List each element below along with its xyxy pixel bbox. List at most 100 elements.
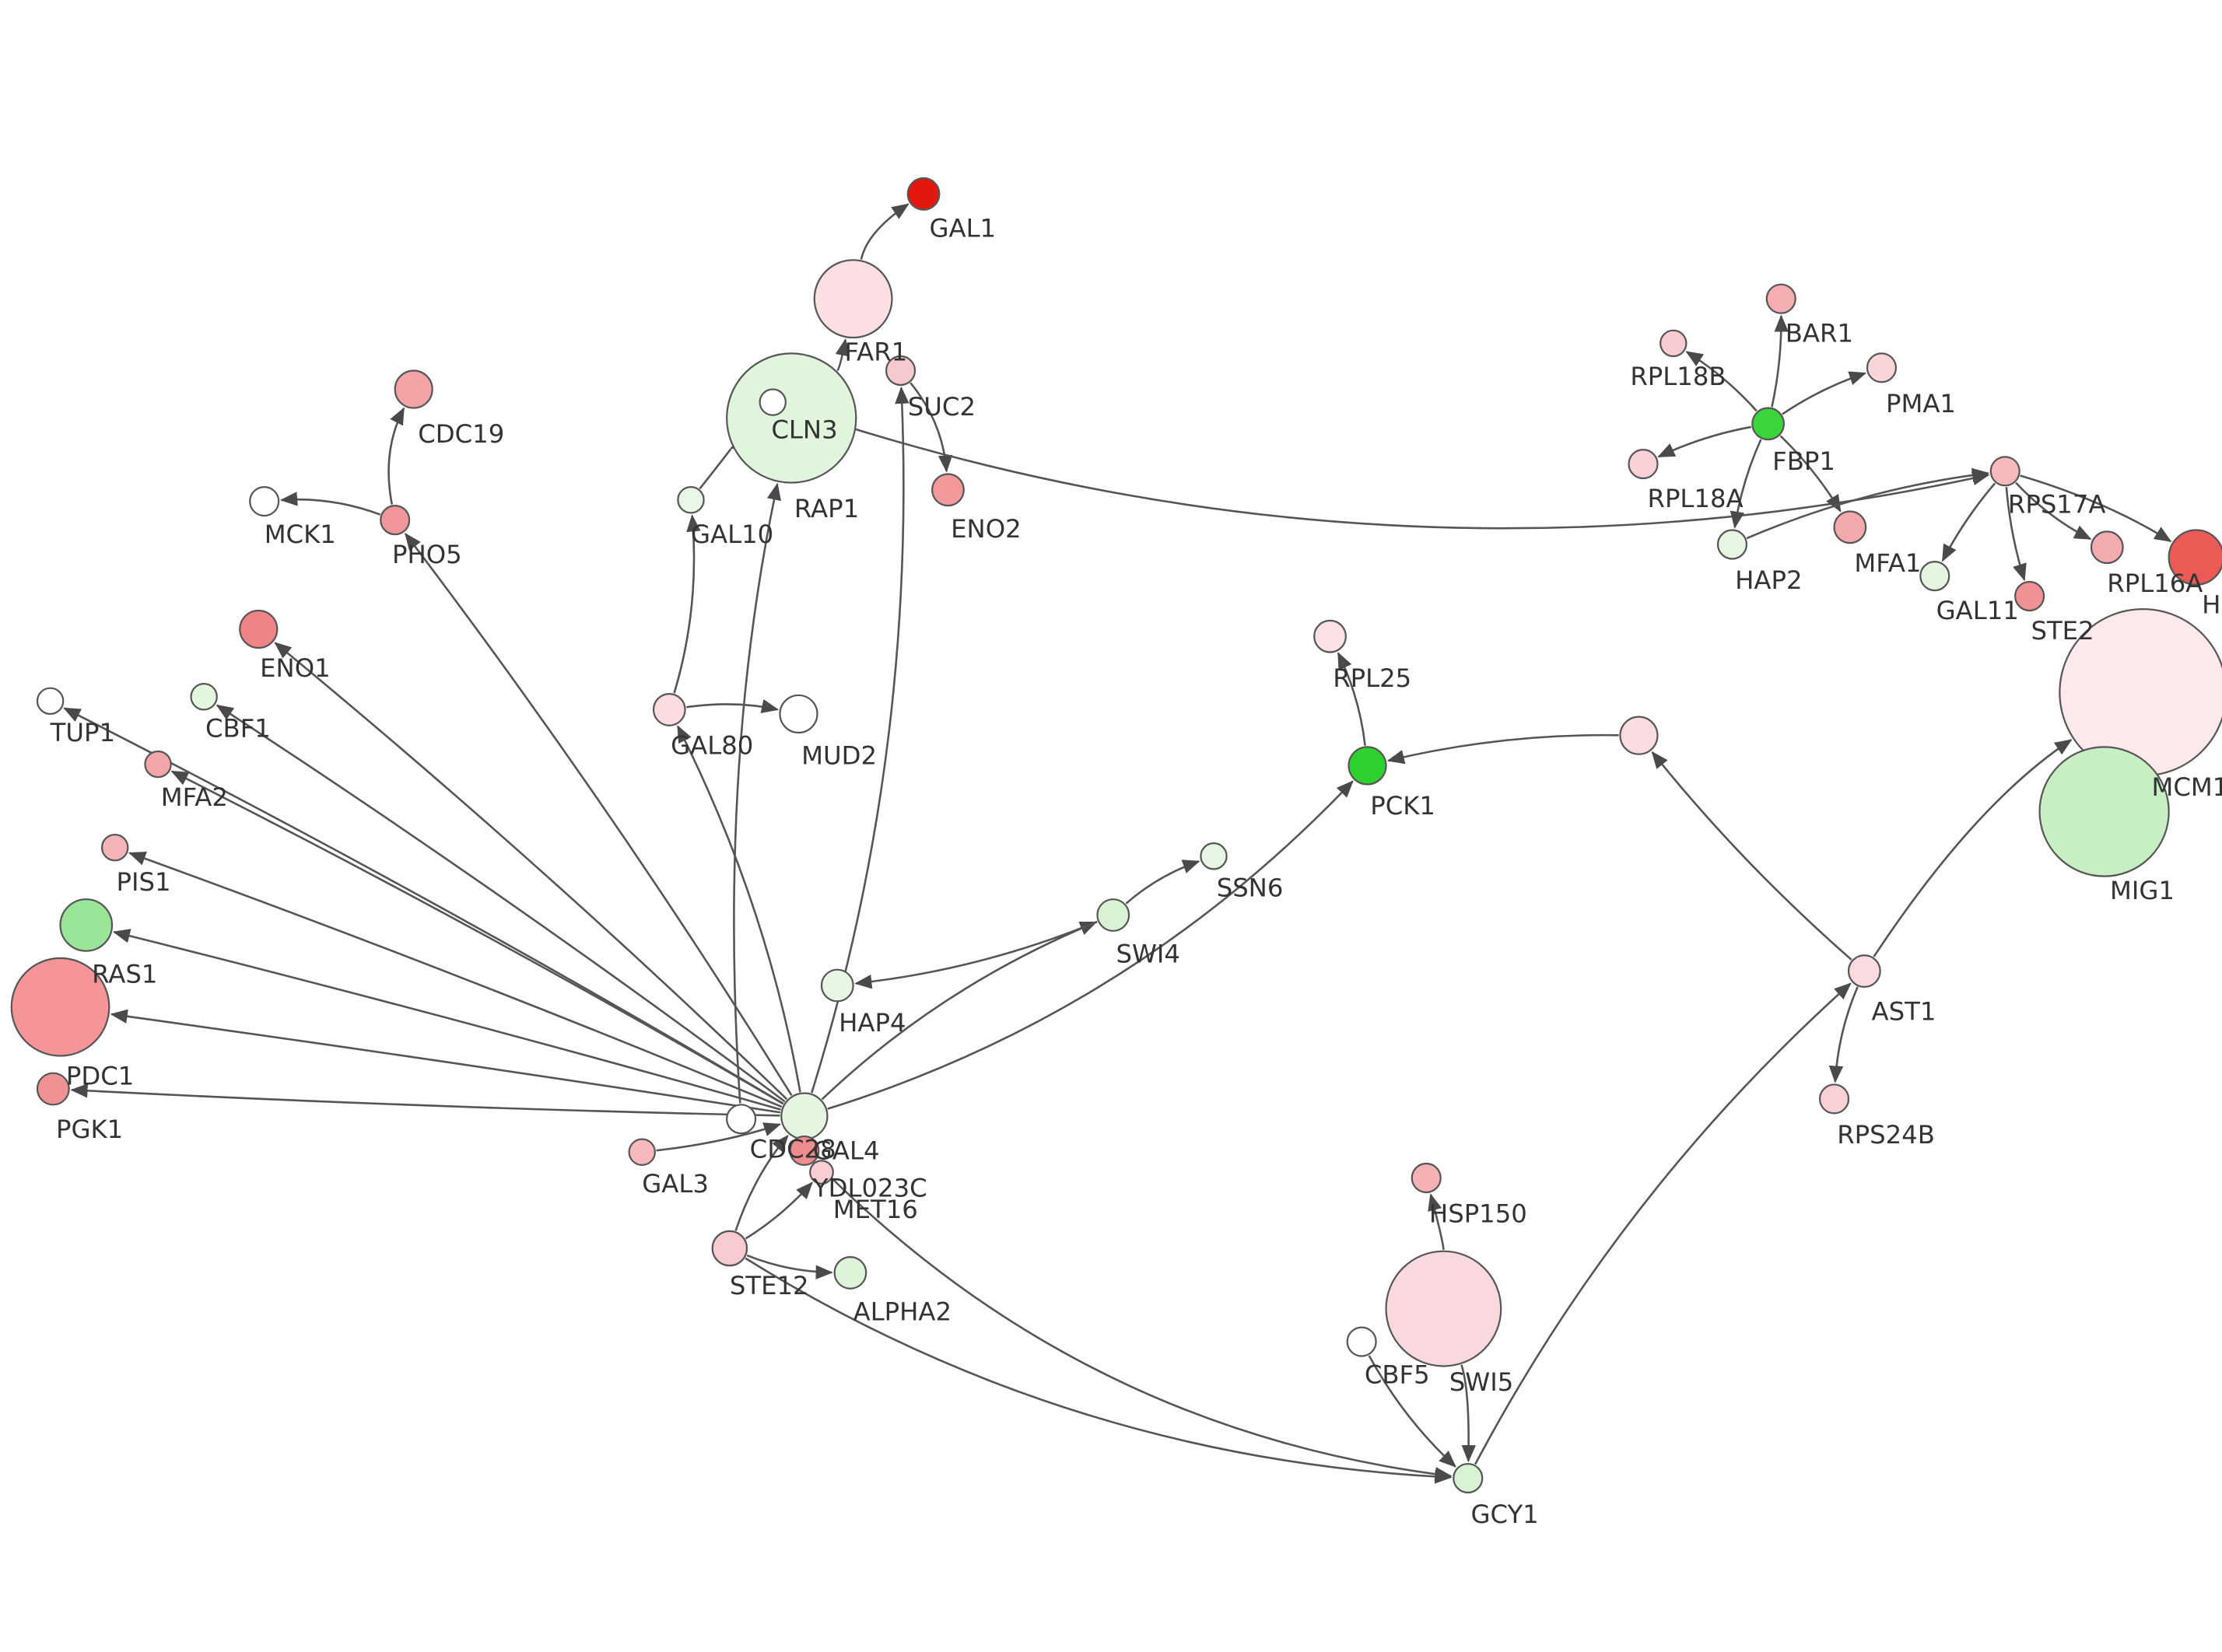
edge-cln3-far1[interactable] [835, 338, 850, 372]
edge-ydl023c-gcy1[interactable] [815, 1160, 1453, 1482]
edge-rps17a-rpl16a[interactable] [2015, 481, 2092, 541]
node-mud2[interactable] [779, 694, 818, 734]
edge-far1-gal1[interactable] [860, 203, 909, 260]
edge-ast1-mcm1[interactable] [1873, 739, 2073, 957]
edge-gal4-pgk1[interactable] [70, 1083, 780, 1117]
edge-suc2-eno2[interactable] [909, 382, 953, 473]
node-mfa1[interactable] [1833, 510, 1867, 544]
node-pis1[interactable] [100, 833, 129, 862]
edge-gal80-gal10[interactable] [673, 514, 701, 694]
node-eno1[interactable] [239, 609, 279, 649]
edge-ste12-gcy1[interactable] [745, 1257, 1453, 1484]
node-his4[interactable] [2168, 529, 2222, 586]
node-ssn6[interactable] [1200, 842, 1228, 870]
edge-ast1-unlabeled[interactable] [1651, 751, 1852, 961]
node-cdc28[interactable] [726, 1104, 757, 1135]
node-pho5[interactable] [380, 505, 411, 536]
node-cbf1[interactable] [190, 683, 218, 711]
node-alpha2[interactable] [833, 1255, 867, 1290]
edge-pho5-mck1[interactable] [280, 492, 381, 516]
edge-ste12-alpha2[interactable] [746, 1254, 833, 1279]
node-mfa2[interactable] [144, 750, 172, 779]
node-rps24b[interactable] [1818, 1083, 1850, 1115]
edge-ast1-rps24b[interactable] [1828, 986, 1859, 1083]
edge-gal4-gal80[interactable] [677, 725, 801, 1093]
node-pdc1[interactable] [10, 957, 110, 1057]
node-cdc19[interactable] [394, 369, 433, 409]
node-mig1[interactable] [2038, 746, 2170, 877]
edge-swi5-gcy1[interactable] [1460, 1364, 1477, 1463]
node-swi4[interactable] [1096, 898, 1130, 932]
node-rps17a[interactable] [1989, 456, 2020, 487]
edge-rps17a-his4[interactable] [2020, 474, 2172, 543]
edge-swi4-hap4[interactable] [854, 920, 1098, 989]
node-tup1[interactable] [36, 687, 65, 716]
edge-fbp1-pma1[interactable] [1782, 371, 1867, 415]
node-bar1[interactable] [1765, 283, 1796, 314]
node-rap1[interactable] [759, 388, 787, 416]
edge-gal4-mfa2[interactable] [170, 770, 784, 1105]
edge-gal4-cbf1[interactable] [216, 704, 786, 1103]
edge-hap2-rps17a[interactable] [1746, 467, 1990, 540]
edge-cbf5-gcy1[interactable] [1368, 1355, 1456, 1468]
node-eno2[interactable] [931, 473, 965, 507]
edge-gcy1-ast1[interactable] [1474, 982, 1852, 1465]
node-pma1[interactable] [1866, 352, 1898, 383]
edge-gal4-eno1[interactable] [274, 642, 788, 1101]
edge-gal3-gal4[interactable] [656, 1122, 782, 1152]
edge-gal10-cln3[interactable] [699, 434, 748, 490]
node-fbp1[interactable] [1751, 407, 1786, 441]
edge-gal80-mud2[interactable] [686, 698, 780, 714]
edge-swi4-ssn6[interactable] [1125, 859, 1200, 905]
node-far1[interactable] [813, 259, 893, 339]
node-rpl18a[interactable] [1628, 448, 1659, 480]
edge-gal4-pho5[interactable] [405, 532, 793, 1096]
edge-gal4-pdc1[interactable] [110, 1009, 781, 1114]
node-gal80[interactable] [652, 692, 686, 726]
edge-fbp1-bar1[interactable] [1771, 314, 1789, 408]
edge-rps17a-gal11[interactable] [1941, 482, 1996, 562]
node-unlabeled[interactable] [1619, 716, 1659, 755]
edge-unlabeled-pck1[interactable] [1386, 733, 1619, 765]
edge-gal4-pis1[interactable] [128, 851, 783, 1108]
edge-ste12-gal4[interactable] [734, 1134, 789, 1231]
edge-swi5-hsp150[interactable] [1428, 1193, 1445, 1250]
edge-fbp1-hap2[interactable] [1730, 439, 1762, 529]
node-pgk1[interactable] [36, 1072, 70, 1106]
node-gal3[interactable] [628, 1138, 656, 1166]
node-ras1[interactable] [59, 898, 114, 952]
node-ydl023c[interactable] [789, 1135, 820, 1166]
edge-pho5-cdc19[interactable] [387, 407, 405, 505]
node-suc2[interactable] [885, 355, 916, 387]
node-rpl18b[interactable] [1659, 329, 1688, 358]
node-swi5[interactable] [1385, 1250, 1502, 1367]
node-gal10[interactable] [677, 486, 705, 514]
node-hsp150[interactable] [1411, 1162, 1442, 1194]
node-hap2[interactable] [1716, 529, 1748, 560]
node-met16[interactable] [809, 1160, 834, 1185]
edge-gal4-ras1[interactable] [112, 929, 781, 1111]
edge-rps17a-ste2[interactable] [2005, 487, 2027, 582]
edge-pck1-rpl25[interactable] [1337, 652, 1366, 746]
node-gcy1[interactable] [1453, 1462, 1484, 1494]
edge-gal4-swi4[interactable] [821, 921, 1098, 1101]
node-mck1[interactable] [249, 486, 280, 517]
edge-cdc28-cln3[interactable] [733, 482, 781, 1104]
edge-fbp1-rpl18a[interactable] [1657, 425, 1752, 458]
node-gal1[interactable] [906, 177, 941, 211]
edge-fbp1-rpl18b[interactable] [1685, 351, 1758, 412]
node-gal11[interactable] [1919, 561, 1950, 592]
edge-fbp1-mfa1[interactable] [1779, 435, 1842, 513]
node-cln3[interactable] [726, 352, 857, 484]
node-rpl16a[interactable] [2090, 530, 2124, 565]
node-hap4[interactable] [820, 968, 854, 1003]
node-ast1[interactable] [1847, 954, 1881, 988]
node-ste2[interactable] [2014, 580, 2045, 612]
node-pck1[interactable] [1348, 746, 1387, 786]
edge-ste12-met16[interactable] [745, 1181, 813, 1240]
edge-gal4-pck1[interactable] [827, 780, 1354, 1110]
edge-gal4-tup1[interactable] [63, 707, 784, 1105]
node-ste12[interactable] [711, 1230, 748, 1267]
node-gal4[interactable] [780, 1092, 829, 1140]
node-rpl25[interactable] [1313, 619, 1347, 653]
